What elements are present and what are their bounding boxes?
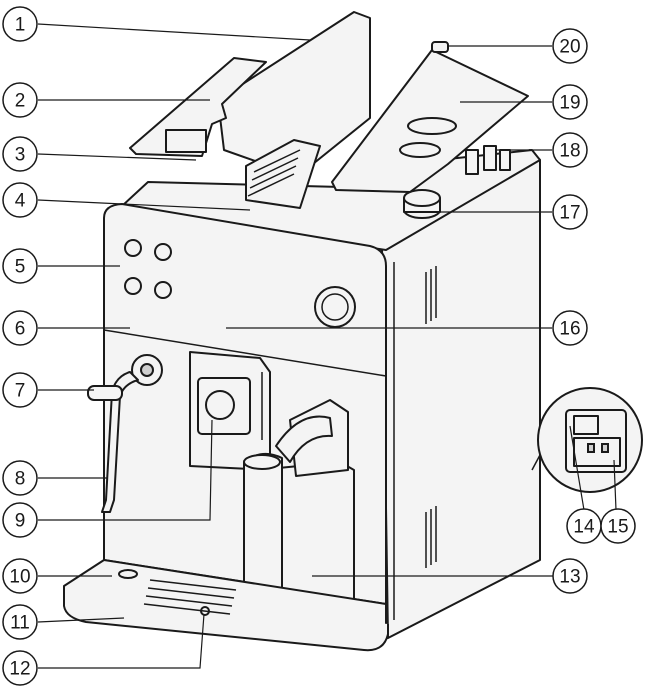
callout-4: 4 (2, 182, 38, 218)
callout-3: 3 (2, 136, 38, 172)
callout-19: 19 (552, 84, 588, 120)
dispensing-module (189, 351, 271, 471)
callout-17: 17 (552, 194, 588, 230)
callout-16: 16 (552, 310, 588, 346)
callout-16-number: 16 (559, 319, 580, 340)
callout-7-number: 7 (15, 381, 26, 402)
callout-13-number: 13 (559, 567, 580, 588)
callout-2-number: 2 (15, 91, 26, 112)
steam-wand (87, 371, 139, 513)
callout-6: 6 (2, 310, 38, 346)
callout-14: 14 (566, 508, 602, 544)
callout-20-number: 20 (559, 37, 580, 58)
callout-15: 15 (600, 508, 636, 544)
callout-1-number: 1 (15, 15, 26, 36)
selector-knob (314, 286, 356, 328)
callout-8-number: 8 (15, 469, 26, 490)
tank-lid (129, 57, 267, 157)
drip-tray (63, 559, 389, 652)
callout-18: 18 (552, 132, 588, 168)
callout-7: 7 (2, 372, 38, 408)
callout-6-number: 6 (15, 319, 26, 340)
control-buttons (124, 239, 172, 299)
callout-18-number: 18 (559, 141, 580, 162)
callout-11-number: 11 (10, 613, 30, 634)
callout-3-number: 3 (15, 145, 26, 166)
tank-handle (165, 129, 207, 153)
callout-9-number: 9 (15, 511, 26, 532)
callout-9: 9 (2, 502, 38, 538)
callout-17-number: 17 (559, 203, 580, 224)
callout-11: 11 (2, 604, 38, 640)
drip-tray-grid (143, 579, 237, 615)
power-socket (573, 437, 621, 467)
leader-lines (37, 23, 617, 669)
power-switch (573, 415, 599, 435)
callout-14-number: 14 (573, 517, 595, 538)
front-panel-division (103, 329, 387, 377)
side-vents-lower (425, 506, 437, 568)
callout-5: 5 (2, 248, 38, 284)
callout-5-number: 5 (15, 257, 26, 278)
callout-4-number: 4 (15, 191, 26, 212)
callout-10: 10 (2, 558, 38, 594)
callout-10-number: 10 (9, 567, 30, 588)
side-vents-upper (425, 266, 437, 324)
water-tank (217, 11, 371, 177)
power-socket-detail (531, 387, 643, 493)
callout-8: 8 (2, 460, 38, 496)
grinder-adjustment-knob (403, 189, 441, 219)
callout-15-number: 15 (607, 517, 628, 538)
callout-19-number: 19 (559, 93, 580, 114)
callout-13: 13 (552, 558, 588, 594)
callout-12: 12 (2, 650, 38, 686)
callout-12-number: 12 (9, 659, 30, 680)
callout-1: 1 (2, 6, 38, 42)
callout-20: 20 (552, 28, 588, 64)
bean-hopper-grid (245, 139, 321, 209)
callout-2: 2 (2, 82, 38, 118)
